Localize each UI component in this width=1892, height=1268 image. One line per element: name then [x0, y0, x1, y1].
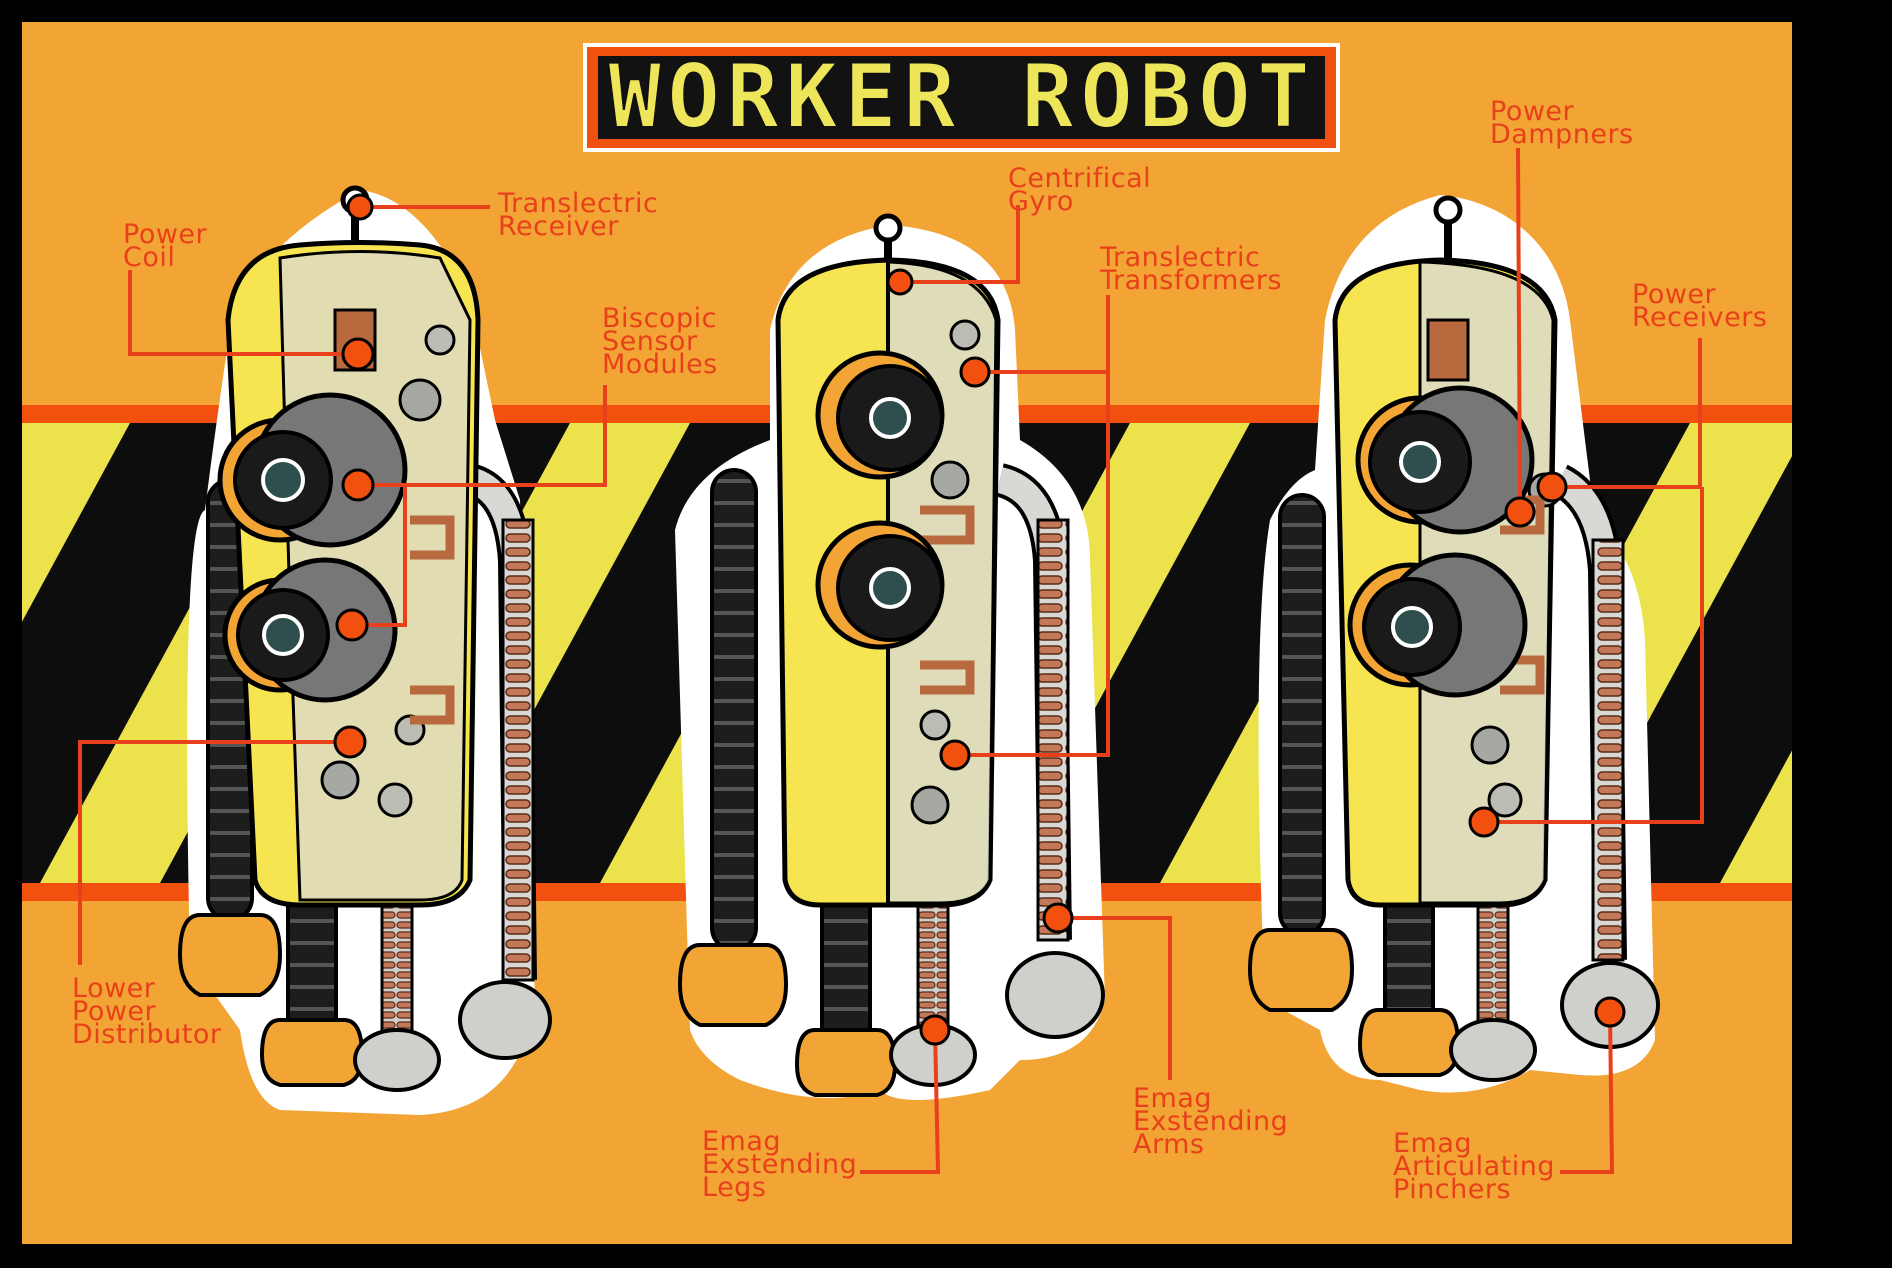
callout-line: Power: [72, 996, 157, 1027]
coil-pincher: [1005, 951, 1105, 1039]
callout-emag-extending-arms: Emag Exstending Arms: [1133, 1083, 1288, 1160]
left-foot: [794, 1028, 898, 1097]
callout-line: Dampners: [1490, 119, 1634, 150]
callout-power-receivers: Power Receivers: [1632, 279, 1767, 333]
sensor-eye-top: [815, 350, 945, 480]
callout-translectric-transformers: Translectric Transformers: [1099, 242, 1282, 296]
power-coil-part: [1426, 318, 1470, 382]
leader-lines: [78, 147, 1704, 1174]
robot-center: [675, 213, 1105, 1100]
callout-dots: [333, 193, 1626, 1046]
callout-biscopic-sensor-modules: Biscopic Sensor Modules: [602, 303, 718, 380]
callout-line: Pinchers: [1393, 1174, 1511, 1205]
callout-line: Articulating: [1393, 1151, 1555, 1182]
sensor-eye-bottom: [1347, 552, 1528, 698]
callout-line: Arms: [1133, 1129, 1204, 1160]
callout-line: Receivers: [1632, 302, 1767, 333]
sensor-eye-bottom: [222, 557, 398, 703]
left-claw-hand: [677, 943, 789, 1027]
left-arm-tube: [710, 468, 758, 952]
callout-line: Centrifical: [1008, 163, 1151, 194]
page-title: WORKER ROBOT: [608, 45, 1316, 148]
coil-pincher: [458, 980, 552, 1060]
sensor-eye-top: [217, 392, 408, 548]
callout-line: Power: [1632, 279, 1717, 310]
left-arm-tube: [1278, 493, 1326, 937]
left-foot: [1357, 1008, 1461, 1077]
antenna-icon: [1433, 195, 1463, 225]
robot-right: [1247, 195, 1660, 1093]
callout-translectric-receiver: Translectric Receiver: [497, 188, 658, 242]
callout-centrifical-gyro: Centrifical Gyro: [1008, 163, 1151, 217]
coil-leg-foot: [353, 1028, 441, 1092]
callout-power-coil: Power Coil: [123, 219, 208, 273]
callout-line: Modules: [602, 349, 718, 380]
callout-line: Biscopic: [602, 303, 717, 334]
callout-line: Gyro: [1008, 186, 1074, 217]
callout-line: Transformers: [1099, 265, 1282, 296]
callout-emag-articulating-pinchers: Emag Articulating Pinchers: [1393, 1128, 1555, 1205]
sensor-eye-bottom: [815, 520, 945, 650]
callout-lower-power-distributor: Lower Power Distributor: [72, 973, 222, 1050]
callout-power-dampners: Power Dampners: [1490, 96, 1634, 150]
callout-line: Power: [123, 219, 208, 250]
callout-line: Power: [1490, 96, 1575, 127]
callout-line: Coil: [123, 242, 175, 273]
coil-arm: [1591, 538, 1625, 962]
callout-line: Translectric: [1099, 242, 1260, 273]
callout-line: Translectric: [497, 188, 658, 219]
coil-arm: [501, 518, 535, 982]
callout-line: Emag: [702, 1126, 781, 1157]
coil-leg-foot: [1449, 1018, 1537, 1082]
left-claw-hand: [1247, 928, 1355, 1012]
callout-line: Emag: [1393, 1128, 1472, 1159]
callout-line: Exstending: [1133, 1106, 1288, 1137]
callout-line: Receiver: [498, 211, 619, 242]
left-claw-hand: [177, 913, 283, 997]
coil-arm: [1036, 518, 1070, 942]
sensor-eye-top: [1355, 385, 1535, 535]
callout-line: Legs: [702, 1172, 766, 1203]
callout-line: Exstending: [702, 1149, 857, 1180]
callout-line: Distributor: [72, 1019, 222, 1050]
left-foot: [259, 1018, 365, 1087]
robot-left: [177, 185, 552, 1115]
callout-line: Emag: [1133, 1083, 1212, 1114]
antenna-icon: [873, 213, 903, 243]
callout-emag-extending-legs: Emag Exstending Legs: [702, 1126, 857, 1203]
callout-line: Sensor: [602, 326, 698, 357]
title-banner: WORKER ROBOT: [583, 43, 1340, 152]
callout-line: Lower: [72, 973, 156, 1004]
